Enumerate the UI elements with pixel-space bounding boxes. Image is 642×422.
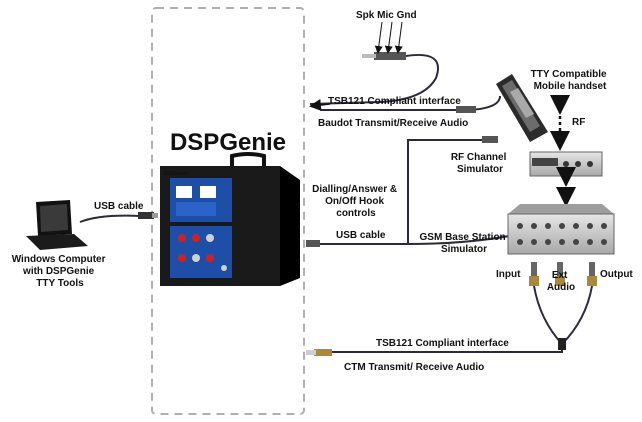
tty-mobile-line2: Mobile handset [534,81,607,92]
gsm-base-station-icon [507,204,615,255]
ext-audio-label: Ext Audio [547,270,575,293]
ext-audio-line1: Ext [552,270,568,281]
audio-jack-icon [309,21,439,105]
tsb121-top-label: TSB121 Compliant interface [328,96,461,107]
usb-cable-left [79,212,158,223]
tty-mobile-label: TTY Compatible Mobile handset [531,69,610,92]
device-badge: DSPGenie [164,171,188,177]
laptop-icon [26,200,88,250]
dialling-line3: controls [336,208,376,219]
windows-computer-line2: with DSPGenie [22,266,95,277]
gsm-base-label: GSM Base Station Simulator [420,232,509,255]
ctm-label: CTM Transmit/ Receive Audio [344,362,484,373]
tsb121-top-arrow [309,99,331,111]
baudot-label: Baudot Transmit/Receive Audio [318,118,468,129]
windows-computer-line3: TTY Tools [36,278,84,289]
dialling-label: Dialling/Answer & On/Off Hook controls [312,184,400,219]
dspgenie-device-icon [160,152,300,286]
rf-channel-label: RF Channel Simulator [451,152,509,175]
windows-computer-label: Windows Computer with DSPGenie TTY Tools [12,254,109,289]
rf-simulator-icon [529,151,603,177]
dialling-line1: Dialling/Answer & [312,184,397,195]
gsm-base-line1: GSM Base Station [420,232,506,243]
input-label: Input [496,269,521,280]
gsm-base-line2: Simulator [441,244,487,255]
output-label: Output [600,269,633,280]
rf-channel-line1: RF Channel [451,152,507,163]
rf-label: RF [572,117,585,128]
mobile-phone-icon [496,74,548,142]
ctm-y-cable [306,285,593,356]
windows-computer-line1: Windows Computer [12,254,106,265]
ext-audio-line2: Audio [547,282,575,293]
device-title: DSPGenie [170,129,286,156]
tty-mobile-line1: TTY Compatible [531,69,607,80]
tsb121-bottom-label: TSB121 Compliant interface [376,338,509,349]
usb-cable-left-label: USB cable [94,201,144,212]
baudot-cable [320,95,501,113]
gsm-port-connectors [529,262,597,286]
dialling-line2: On/Off Hook [325,196,384,207]
spk-mic-gnd-label: Spk Mic Gnd [356,10,417,21]
usb-cable-right-label: USB cable [336,230,386,241]
dspgenie-dashed-boundary [151,7,305,415]
rf-channel-line2: Simulator [457,164,503,175]
